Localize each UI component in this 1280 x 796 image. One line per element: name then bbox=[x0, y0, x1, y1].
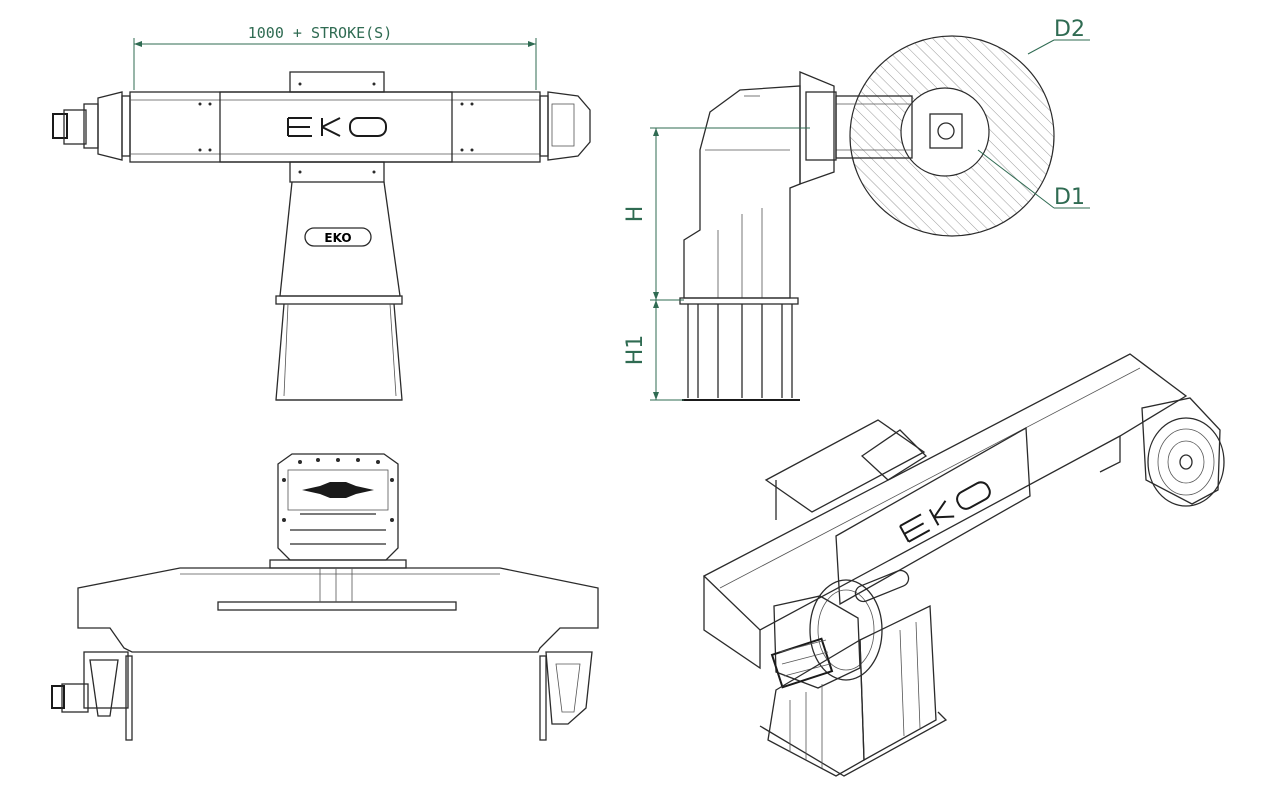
eko-logo-iso bbox=[899, 481, 991, 543]
dimension-d2-label: D2 bbox=[1054, 17, 1085, 42]
eko-badge-column: EKO bbox=[324, 231, 351, 245]
iso-motor bbox=[770, 637, 834, 689]
front-view bbox=[51, 453, 599, 741]
iso-rotary-flange-left bbox=[773, 579, 883, 689]
top-view: 1000 + STROKE(S) bbox=[52, 24, 591, 401]
horizontal-beam bbox=[129, 91, 541, 163]
dimension-h1-label: H1 bbox=[623, 335, 648, 366]
iso-column bbox=[759, 604, 948, 777]
beam-bolts bbox=[198, 82, 474, 174]
front-head bbox=[277, 453, 399, 561]
motor-left bbox=[52, 91, 131, 161]
front-left-gearbox bbox=[51, 651, 133, 741]
isometric-view bbox=[702, 353, 1225, 777]
column-top-view: EKO bbox=[275, 181, 403, 401]
iso-rotary-flange-right bbox=[1141, 397, 1225, 507]
swing-diameter-d1 bbox=[900, 87, 990, 177]
dimension-d1-label: D1 bbox=[1054, 185, 1085, 210]
stroke-dimension-label: 1000 + STROKE(S) bbox=[248, 24, 393, 42]
stroke-dimension: 1000 + STROKE(S) bbox=[133, 24, 537, 90]
diameter-leaders: D2 D1 bbox=[977, 17, 1090, 210]
side-view: H H1 D2 D1 bbox=[623, 17, 1090, 401]
eko-logo-beam bbox=[287, 117, 387, 137]
height-dimensions: H H1 bbox=[623, 127, 810, 401]
front-right-gearbox bbox=[539, 651, 593, 741]
dimension-h-label: H bbox=[623, 206, 648, 223]
right-end-plate bbox=[539, 91, 591, 161]
